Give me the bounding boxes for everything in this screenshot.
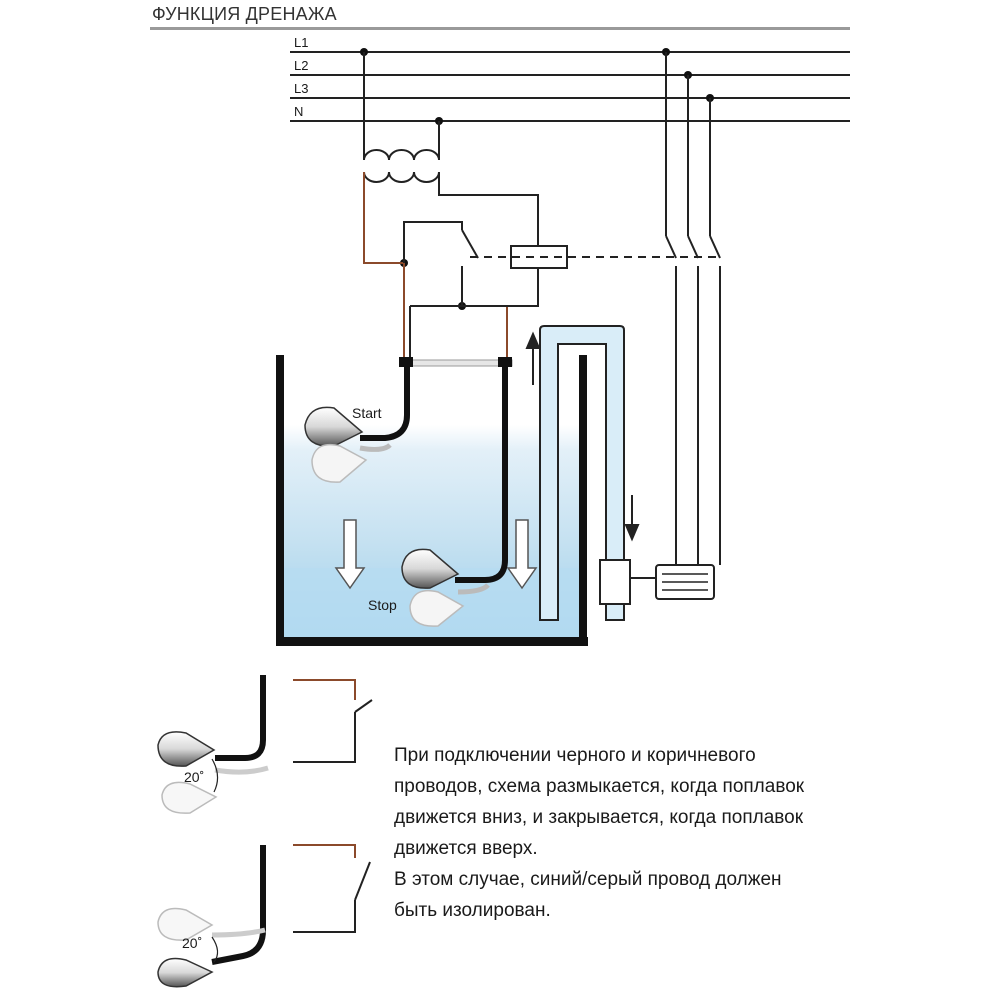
float-stop	[401, 548, 465, 627]
power-lines	[290, 51, 850, 122]
description-text: При подключении черного и коричневого пр…	[394, 740, 894, 926]
label-l2: L2	[294, 58, 308, 73]
contactor-contacts	[665, 52, 721, 565]
detail-open-contact: 20˚	[157, 675, 373, 814]
page-title: ФУНКЦИЯ ДРЕНАЖА	[152, 4, 337, 24]
description-line: быть изолирован.	[394, 900, 551, 921]
angle-label-bottom: 20˚	[182, 935, 202, 951]
description-line: проводов, схема размыкается, когда попла…	[394, 776, 805, 797]
tank	[276, 355, 588, 646]
mounting-bar	[403, 359, 513, 367]
description-line: В этом случае, синий/серый провод должен	[394, 869, 782, 890]
description-line: движется вверх.	[394, 838, 538, 859]
float-cable-stop	[455, 366, 508, 583]
float-start	[304, 406, 368, 483]
title-divider	[150, 27, 850, 30]
label-n: N	[294, 104, 303, 119]
label-start: Start	[352, 405, 382, 421]
angle-label-top: 20˚	[184, 769, 204, 785]
description-line: При подключении черного и коричневого	[394, 745, 756, 766]
relay-coil	[510, 245, 568, 269]
detail-closed-contact: 20˚	[157, 844, 371, 988]
label-stop: Stop	[368, 597, 397, 613]
description-line: движется вниз, и закрывается, когда попл…	[394, 807, 804, 828]
pipe-fitting	[599, 559, 631, 605]
transformer	[363, 52, 440, 183]
flow-arrows	[525, 331, 640, 542]
control-circuit	[403, 172, 539, 360]
secondary-brown-wires	[363, 172, 508, 360]
label-l1: L1	[294, 35, 308, 50]
level-down-arrows	[334, 519, 538, 590]
label-l3: L3	[294, 81, 308, 96]
float-cable-start	[360, 366, 410, 441]
